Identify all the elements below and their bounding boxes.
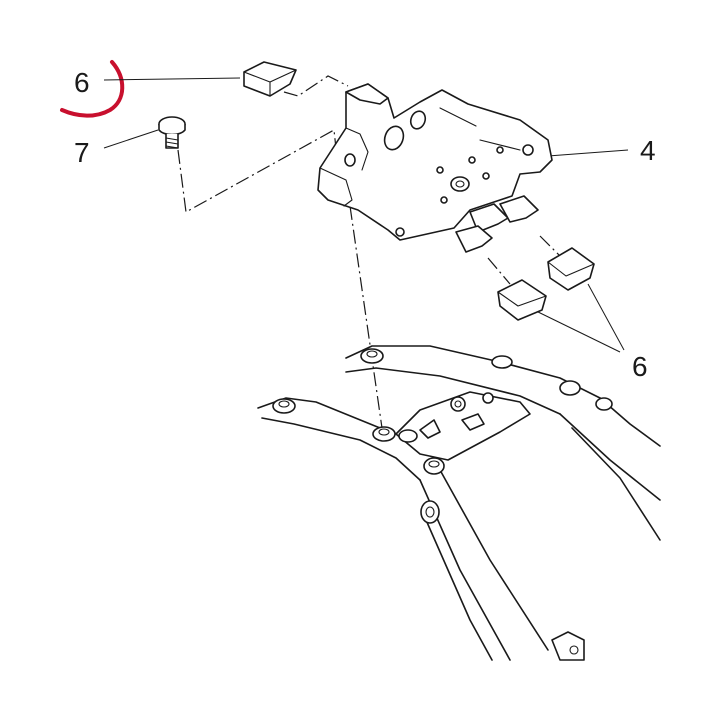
rubber-pad-b: [497, 279, 547, 321]
leader-line-6-pad-b: [533, 309, 621, 353]
screw-7: [158, 116, 186, 149]
assembly-line-top-pad: [283, 75, 349, 97]
assembly-line-vertical: [349, 205, 383, 429]
callout-4: 4: [640, 135, 656, 166]
assembly-line-pad-c: [487, 257, 511, 285]
callout-7: 7: [74, 137, 90, 168]
assembly-line-screw: [177, 129, 341, 213]
subframe: [257, 345, 661, 661]
leader-line-4: [547, 149, 629, 157]
callout-6-bottom: 6: [632, 351, 648, 382]
rubber-pad-a: [547, 247, 595, 291]
leader-line-6-pad-a: [587, 283, 625, 351]
callout-6-top: 6: [74, 67, 90, 98]
rubber-pad-top: [243, 61, 297, 97]
assembly-line-pad-d: [539, 235, 561, 257]
highlight-arc: [60, 60, 125, 118]
leader-line-6-top: [103, 77, 241, 81]
bracket-4: [317, 83, 553, 253]
leader-line-7: [103, 129, 159, 149]
